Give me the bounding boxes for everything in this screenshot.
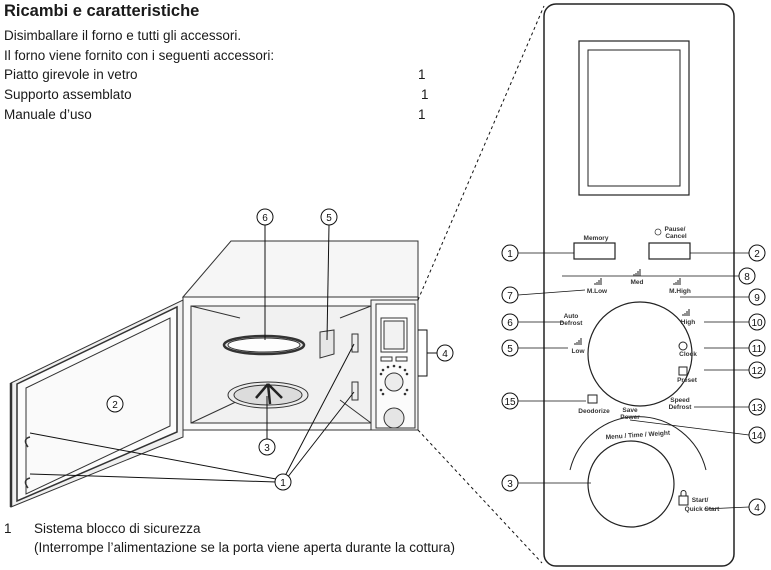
accessory-name-1: Piatto girevole in vetro	[4, 67, 138, 82]
label-clock: Clock	[679, 351, 697, 358]
intro-line-2: Il forno viene fornito con i seguenti ac…	[4, 48, 275, 63]
accessory-qty-2: 1	[421, 87, 429, 102]
note-text: (Interrompe l’alimentazione se la porta …	[34, 540, 455, 555]
label-high: High	[681, 319, 695, 326]
callout-5: 5	[326, 213, 332, 224]
accessory-qty-1: 1	[418, 67, 426, 82]
label-med: Med	[631, 279, 644, 286]
note-1: 1 Sistema blocco di sicurezza	[4, 521, 201, 536]
callout-6: 6	[262, 213, 268, 224]
accessory-name-3: Manuale d’uso	[4, 107, 92, 122]
callout-4: 4	[442, 349, 448, 360]
accessory-name-2: Supporto assemblato	[4, 87, 132, 102]
microwave-illustration	[9, 240, 419, 508]
page-title: Ricambi e caratteristiche	[4, 2, 200, 20]
callout-11: 11	[752, 344, 763, 355]
label-speed-defrost: Defrost	[669, 404, 693, 411]
panel-labels: Memory Pause/ Cancel M.Low Med M.High Au…	[560, 226, 721, 513]
label-preset: Preset	[677, 377, 698, 384]
label-deodorize: Deodorize	[578, 408, 610, 415]
panel-callouts: 1 2 8 7 9 6 10 5 11 12 15 13 14 3 4	[501, 244, 766, 516]
callout-4: 4	[754, 503, 760, 514]
panel-leader-lines	[517, 252, 750, 510]
callout-9: 9	[754, 293, 760, 304]
label-quick-start: Quick Start	[685, 506, 721, 513]
label-auto: Auto	[564, 313, 579, 320]
callout-15: 15	[504, 397, 516, 408]
callout-3: 3	[264, 443, 270, 454]
callout-10: 10	[751, 318, 763, 329]
callout-6: 6	[507, 318, 513, 329]
label-cancel: Cancel	[665, 233, 687, 240]
label-save: Save	[622, 407, 638, 414]
label-speed: Speed	[670, 397, 690, 404]
note-text: Sistema blocco di sicurezza	[34, 521, 201, 536]
note-1-detail: (Interrompe l’alimentazione se la porta …	[4, 540, 455, 555]
callout-1: 1	[507, 249, 513, 260]
callout-7: 7	[507, 291, 513, 302]
label-save-power: Power	[620, 414, 640, 421]
oven-callouts: 6 5 2 3 1 4	[106, 208, 454, 491]
callout-13: 13	[751, 403, 763, 414]
callout-5: 5	[507, 344, 513, 355]
accessory-qty-3: 1	[418, 107, 426, 122]
label-mlow: M.Low	[587, 288, 608, 295]
label-pause: Pause/	[665, 226, 686, 233]
callout-12: 12	[751, 366, 763, 377]
intro-line-1: Disimballare il forno e tutti gli access…	[4, 28, 242, 43]
label-start: Start/	[692, 497, 709, 504]
label-menu-time-weight: Menu / Time / Weight	[606, 430, 672, 442]
label-auto-defrost: Defrost	[560, 320, 584, 327]
callout-8: 8	[744, 272, 750, 283]
callout-1: 1	[280, 478, 286, 489]
label-low: Low	[572, 348, 586, 355]
label-memory: Memory	[584, 235, 609, 242]
control-panel-detail	[543, 3, 735, 567]
oven-leader-lines	[29, 5, 545, 564]
callout-2: 2	[754, 249, 760, 260]
power-icon	[654, 228, 662, 236]
callout-2: 2	[112, 400, 118, 411]
callout-3: 3	[507, 479, 513, 490]
callout-14: 14	[751, 431, 763, 442]
note-number: 1	[4, 521, 12, 536]
label-mhigh: M.High	[669, 288, 691, 295]
